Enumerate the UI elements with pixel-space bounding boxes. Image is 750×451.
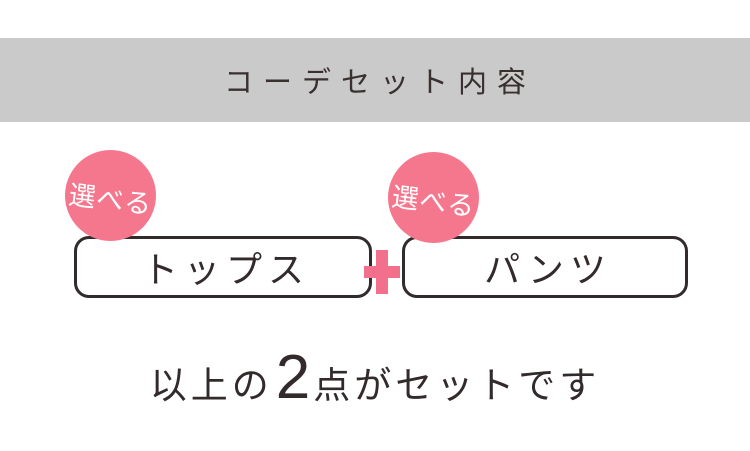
plus-icon [376,250,388,294]
selectable-badge-pants: 選べる [388,152,479,243]
set-item-count: 2 [275,343,311,412]
set-summary: 以上の 2 点がセットです [0,342,750,413]
selectable-badge-tops-label: 選べる [66,179,154,220]
selectable-badge-pants-label: 選べる [389,181,477,222]
selectable-badge-tops: 選べる [65,150,156,241]
set-summary-prefix: 以上の [149,365,273,406]
item-box-pants-label: パンツ [484,249,612,290]
page-title: コーデセット内容 [223,67,536,99]
item-box-tops: トップス [74,236,372,298]
item-box-pants: パンツ [402,236,688,298]
set-summary-suffix: 点がセットです [313,365,601,406]
item-box-tops-label: トップス [141,249,310,290]
header-bar: コーデセット内容 [0,38,750,122]
